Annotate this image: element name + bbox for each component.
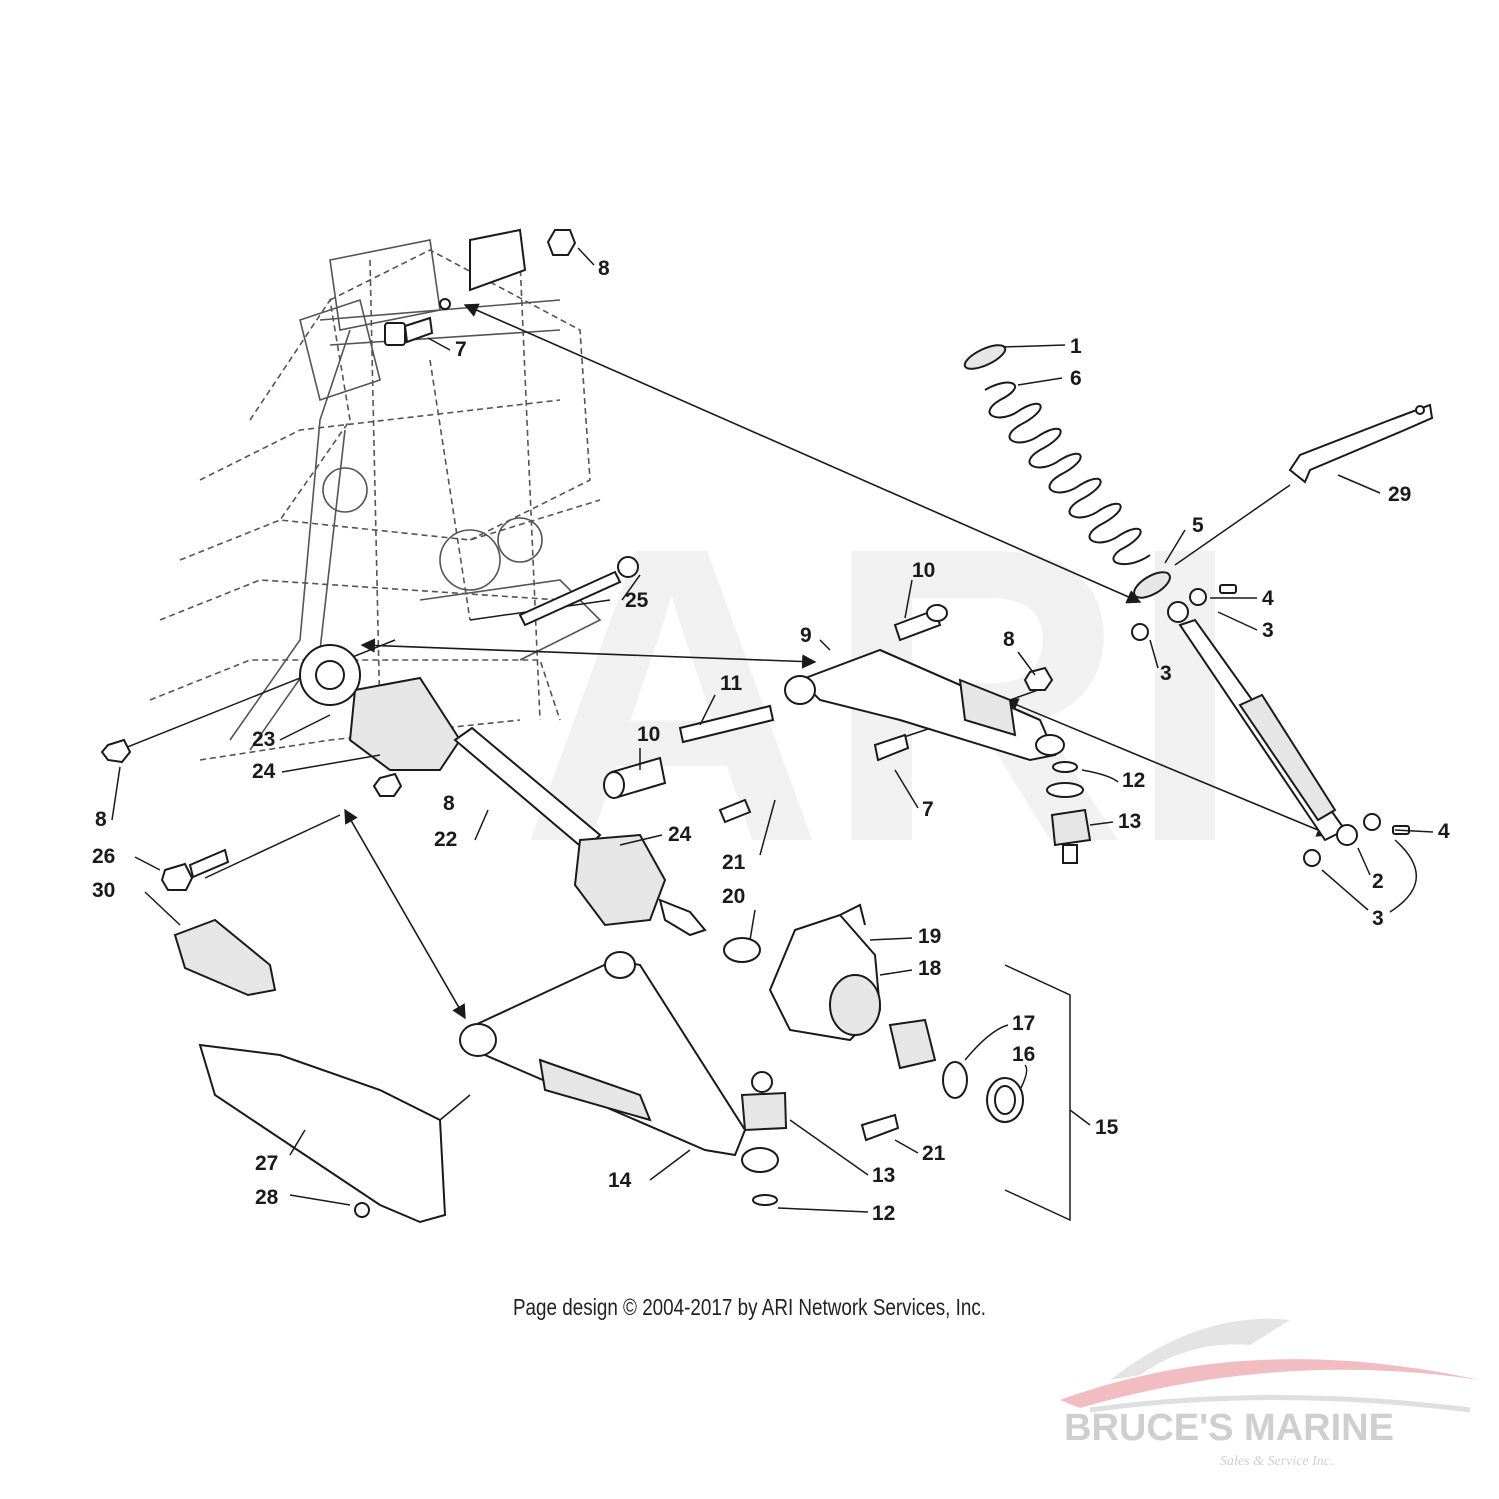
callout-1: 1 <box>1070 335 1082 358</box>
boat-icon <box>1110 1318 1290 1380</box>
knuckle-assembly <box>723 903 1024 1123</box>
logo-tagline: Sales & Service Inc. <box>1220 1454 1334 1469</box>
callout-24b: 24 <box>668 823 692 846</box>
callout-25: 25 <box>625 589 649 612</box>
callout-8d: 8 <box>443 792 455 815</box>
callout-18: 18 <box>918 957 942 980</box>
callout-3b: 3 <box>1160 662 1172 685</box>
bolts-misc <box>100 556 1054 1142</box>
skid-plate <box>198 1043 447 1224</box>
callout-labels: 1 2 3 3 3 4 4 5 6 7 7 8 8 8 8 9 10 10 11… <box>92 257 1450 1225</box>
ball-joint-upper <box>1046 761 1092 864</box>
callout-17: 17 <box>1012 1012 1035 1035</box>
callout-5: 5 <box>1192 514 1204 537</box>
callout-30: 30 <box>92 879 115 902</box>
callout-leaders <box>111 247 1434 1213</box>
upper-a-arm <box>603 604 1065 799</box>
callout-6: 6 <box>1070 367 1082 390</box>
callout-13b: 13 <box>872 1164 895 1187</box>
callout-11: 11 <box>720 672 743 695</box>
callout-8a: 8 <box>598 257 610 280</box>
callout-28: 28 <box>255 1186 279 1209</box>
callout-21b: 21 <box>922 1142 946 1165</box>
callout-21a: 21 <box>722 851 746 874</box>
logo-swoosh-red <box>1060 1359 1480 1408</box>
bruces-marine-logo: BRUCE'S MARINE Sales & Service Inc. <box>1060 1318 1480 1469</box>
callout-10a: 10 <box>912 559 935 582</box>
ball-joint-lower <box>740 1071 788 1206</box>
callout-7a: 7 <box>455 338 467 361</box>
callout-15: 15 <box>1095 1116 1119 1139</box>
callout-29: 29 <box>1388 483 1411 506</box>
callout-8b: 8 <box>1003 628 1015 651</box>
callout-2: 2 <box>1372 870 1384 893</box>
callout-4a: 4 <box>1262 587 1274 610</box>
callout-13a: 13 <box>1118 810 1141 833</box>
shock-absorber <box>1131 584 1410 867</box>
callout-9: 9 <box>800 624 812 647</box>
callout-3a: 3 <box>1262 619 1274 642</box>
cv-axle <box>299 644 707 937</box>
callout-7b: 7 <box>922 798 934 821</box>
callout-27: 27 <box>255 1152 278 1175</box>
copyright-notice: Page design © 2004-2017 by ARI Network S… <box>512 1294 987 1320</box>
shock-spring <box>963 344 1171 599</box>
callout-24a: 24 <box>252 760 276 783</box>
lower-a-arm <box>459 951 779 1173</box>
callout-22: 22 <box>434 828 457 851</box>
logo-name: BRUCE'S MARINE <box>1064 1407 1394 1449</box>
callout-20: 20 <box>722 885 745 908</box>
callout-10b: 10 <box>637 723 660 746</box>
callout-23: 23 <box>252 728 275 751</box>
callout-14: 14 <box>608 1169 632 1192</box>
hardware-top <box>384 228 577 346</box>
spanner-wrench <box>1288 403 1434 484</box>
assembly-bracket <box>1004 964 1091 1222</box>
callout-3c: 3 <box>1372 907 1384 930</box>
callout-12a: 12 <box>1122 769 1145 792</box>
callout-19: 19 <box>918 925 941 948</box>
callout-12b: 12 <box>872 1202 895 1225</box>
callout-8c: 8 <box>95 808 107 831</box>
callout-16: 16 <box>1012 1043 1035 1066</box>
callout-26: 26 <box>92 845 115 868</box>
callout-4b: 4 <box>1438 820 1450 843</box>
